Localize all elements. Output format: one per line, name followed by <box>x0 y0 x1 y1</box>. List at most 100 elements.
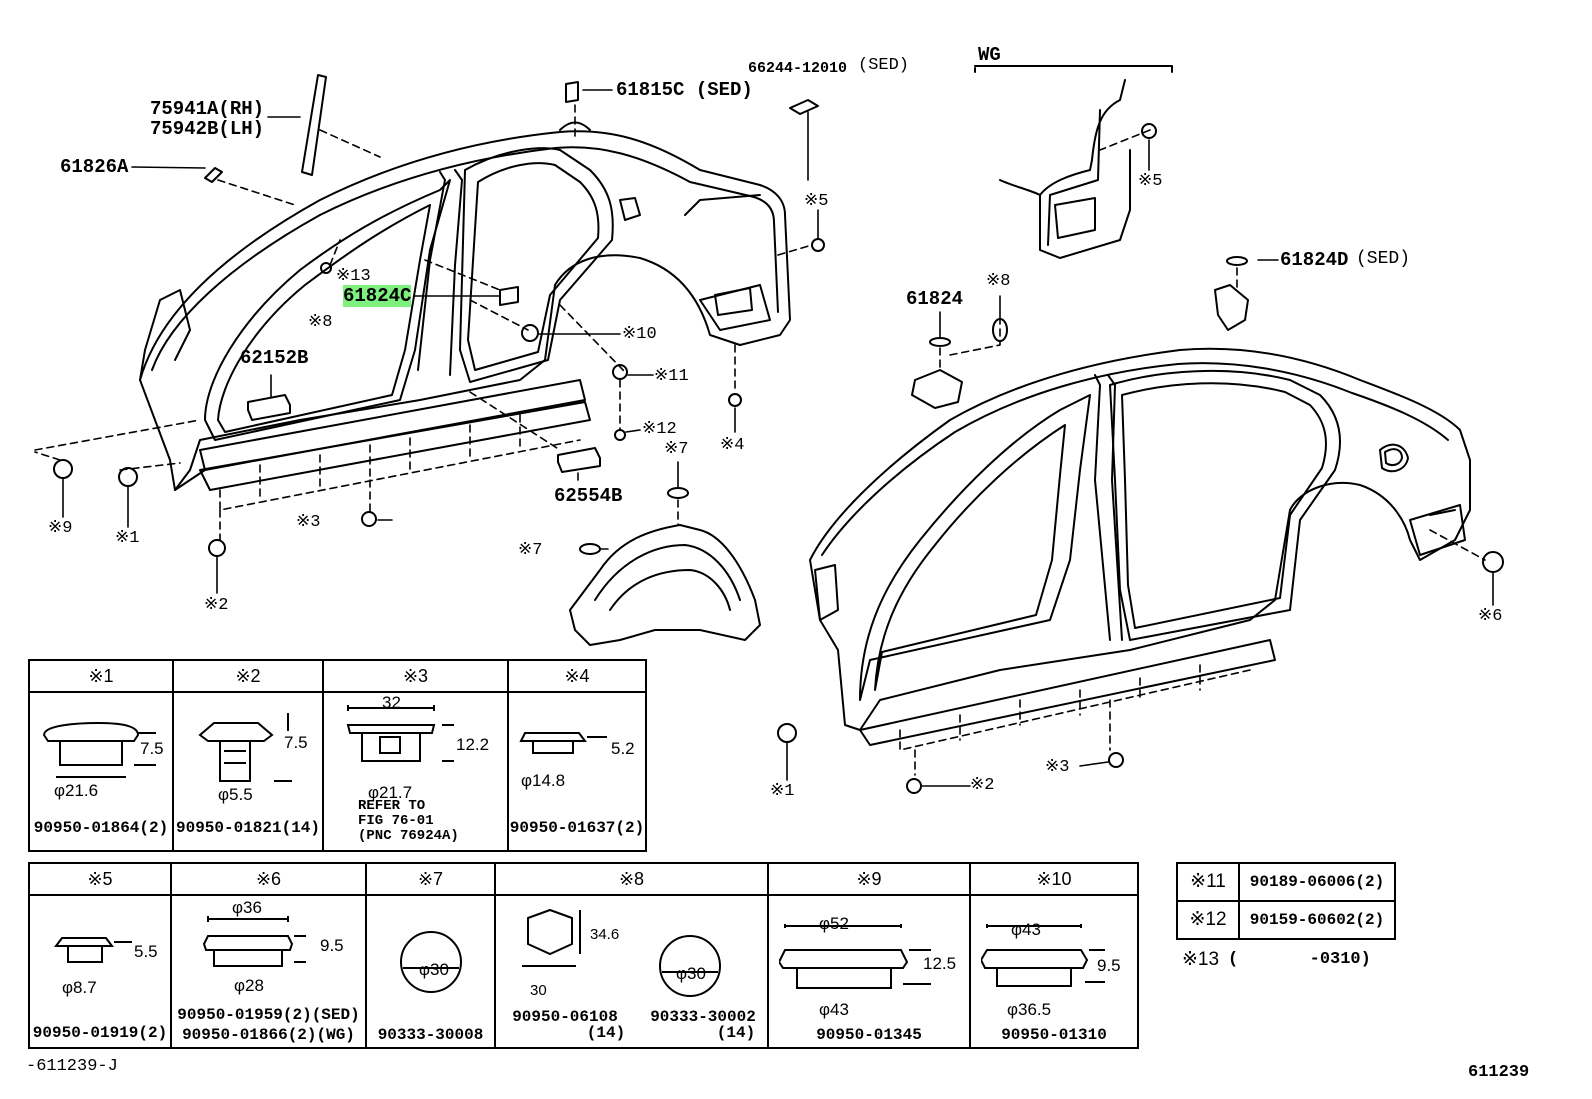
spec-key: ※10 <box>971 864 1137 896</box>
marker-13: ※13 <box>336 267 371 286</box>
callout-66244-sed: (SED) <box>858 56 910 75</box>
key-cell: ※12 <box>1176 900 1240 940</box>
part-number: 90333-30008 <box>377 1026 484 1044</box>
hex-pad-icon <box>522 908 581 967</box>
key-12: ※12 <box>1189 909 1227 930</box>
footer-left-code: -611239-J <box>26 1057 118 1076</box>
refer-note-line2: FIG 76-01 <box>358 813 434 829</box>
callout-62152b: 62152B <box>240 347 309 369</box>
part-number-sed: 90950-01959(2)(SED) <box>177 1006 360 1024</box>
dim-height: 12.5 <box>923 954 957 973</box>
refer-note-line1: REFER TO <box>358 798 426 814</box>
part-cell: 90189-06006(2) <box>1238 862 1396 902</box>
marker-2-right: ※2 <box>970 776 995 795</box>
dim-top-diameter: φ52 <box>819 914 849 933</box>
part-number: 90950-01919(2) <box>32 1024 168 1042</box>
dim-width: 30 <box>530 982 547 999</box>
dim-diameter: φ5.5 <box>218 785 253 804</box>
part-number: 90950-01345 <box>816 1026 922 1044</box>
spec-key: ※3 <box>324 661 507 693</box>
fastener-table-row2: ※5 5.5 φ8.7 90950-01919(2) ※6 φ36 9.5 φ2… <box>28 862 1139 1049</box>
round-pad-icon <box>659 935 721 997</box>
dim-height: 7.5 <box>140 739 164 758</box>
spec-cell-3: ※3 32 12.2 φ21.7 REFER TO FIG 76-01 (PNC… <box>322 659 509 852</box>
spec-key: ※2 <box>174 661 322 693</box>
marker-9: ※9 <box>48 519 73 538</box>
spec-cell-9: ※9 φ52 12.5 φ43 90950-01345 <box>767 862 971 1049</box>
callout-75942b: 75942B(LH) <box>150 118 265 140</box>
spec-cell-1: ※1 7.5 φ21.6 90950-01864(2) <box>28 659 174 852</box>
marker-1-right: ※1 <box>770 782 795 801</box>
leader-lines <box>34 89 1494 787</box>
spec-cell-7: ※7 φ30 90333-30008 <box>365 862 496 1049</box>
small-parts <box>53 74 1504 794</box>
footer-right-code: 611239 <box>1468 1063 1530 1082</box>
part-number-wg: 90950-01866(2)(WG) <box>182 1026 355 1044</box>
spec-cell-8: ※8 34.6 30 φ30 90950-06108 (14) 90333-30… <box>494 862 769 1049</box>
spec-key: ※9 <box>769 864 969 896</box>
part-number: 90950-01310 <box>1001 1026 1107 1044</box>
marker-8-right: ※8 <box>986 272 1011 291</box>
dim-diameter: φ14.8 <box>521 771 566 790</box>
dim-diameter: φ8.7 <box>62 978 97 997</box>
callout-61824d-sed: (SED) <box>1356 249 1411 269</box>
marker-3-left: ※3 <box>296 513 321 532</box>
spec-cell-6: ※6 φ36 9.5 φ28 90950-01959(2)(SED) 90950… <box>170 862 367 1049</box>
wg-quarter-detail <box>974 65 1173 259</box>
spec-key: ※1 <box>30 661 172 693</box>
round-pad-icon <box>400 931 462 993</box>
callout-61824: 61824 <box>906 288 964 310</box>
dim-height: 9.5 <box>320 936 344 955</box>
dim-diameter: φ36.5 <box>1007 1000 1052 1019</box>
dim-top-diameter: φ43 <box>1011 920 1041 939</box>
row-12: ※12 90159-60602(2) <box>1176 900 1396 940</box>
qty-hex: (14) <box>586 1024 626 1042</box>
spec-cell-10: ※10 φ43 9.5 φ36.5 90950-01310 <box>969 862 1139 1049</box>
marker-4: ※4 <box>720 436 745 455</box>
key-11: ※11 <box>1190 871 1226 892</box>
spec-cell-5: ※5 5.5 φ8.7 90950-01919(2) <box>28 862 172 1049</box>
clip-icon <box>54 937 132 963</box>
spec-cell-2: ※2 7.5 φ5.5 90950-01821(14) <box>172 659 324 852</box>
dim-top-diameter: φ36 <box>232 898 262 917</box>
fastener-table-row1: ※1 7.5 φ21.6 90950-01864(2) ※2 7.5 φ5.5 … <box>28 659 647 852</box>
dim-diameter: φ21.7 <box>368 783 413 802</box>
marker-8-left: ※8 <box>308 313 333 332</box>
spec-key: ※4 <box>509 661 645 693</box>
callout-61815c: 61815C (SED) <box>616 79 753 101</box>
marker-3-right: ※3 <box>1045 758 1070 777</box>
spec-key: ※6 <box>172 864 365 896</box>
dim-width: 32 <box>382 693 401 712</box>
qty-round: (14) <box>716 1024 756 1042</box>
grommet-icon <box>779 924 931 989</box>
dim-diameter: φ43 <box>819 1000 849 1019</box>
marker-2-left: ※2 <box>204 596 229 615</box>
marker-12: ※12 <box>642 420 677 439</box>
callout-wg: WG <box>978 44 1001 66</box>
row-11: ※11 90189-06006(2) <box>1176 862 1396 902</box>
marker-10: ※10 <box>622 325 657 344</box>
callout-75941a: 75941A(RH) <box>150 98 265 120</box>
note-13-text: ( -0310) <box>1228 950 1371 969</box>
part-number: 90950-01864(2) <box>33 819 169 837</box>
left-body-side-panel <box>139 121 791 541</box>
dim-height: 5.2 <box>611 739 635 758</box>
part-cell: 90159-60602(2) <box>1238 900 1396 940</box>
part-number-round: 90333-30002 <box>650 1008 756 1026</box>
dim-height: 12.2 <box>456 735 490 754</box>
dim-height: 34.6 <box>590 926 620 943</box>
right-body-side-panel <box>809 347 1471 776</box>
callout-61826a: 61826A <box>60 156 129 178</box>
dim-diameter: φ30 <box>676 964 706 983</box>
callout-61824d: 61824D <box>1280 249 1349 271</box>
key-cell: ※11 <box>1176 862 1240 902</box>
part-11: 90189-06006(2) <box>1249 873 1385 891</box>
spec-key: ※8 <box>496 864 767 896</box>
marker-5-left: ※5 <box>804 192 829 211</box>
marker-5-right: ※5 <box>1138 172 1163 191</box>
refer-note: REFER TO FIG 76-01 (PNC 76924A) <box>358 799 459 844</box>
part-12: 90159-60602(2) <box>1249 911 1385 929</box>
hole-plug-icon <box>519 732 607 754</box>
grommet-icon <box>981 924 1105 987</box>
